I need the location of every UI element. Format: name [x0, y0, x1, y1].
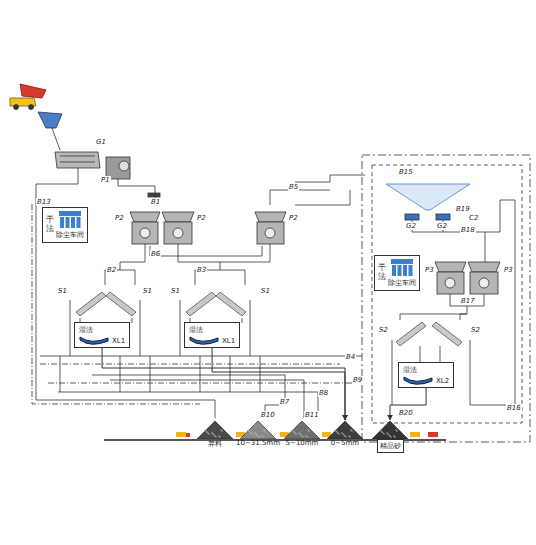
- product-pile: 弃料: [195, 420, 235, 449]
- process-label: 湿法: [189, 325, 235, 335]
- callout-number: B2: [106, 266, 117, 274]
- callout-number: P2: [114, 214, 125, 222]
- pile-icon: [195, 420, 235, 439]
- product-pile: 0~5mm: [325, 420, 365, 447]
- process-label: 干法: [378, 264, 386, 282]
- wet-classifier-box: 湿法 XL2: [398, 362, 454, 388]
- flow-line: [212, 348, 345, 420]
- callout-number: B10: [260, 411, 276, 419]
- callout-number: B8: [318, 389, 329, 397]
- callout-number: B4: [345, 353, 356, 361]
- callout-number: S1: [260, 287, 271, 295]
- classifier-row: XL2: [403, 375, 449, 385]
- room-name: 除尘车间: [56, 230, 84, 240]
- flow-line: [102, 348, 345, 420]
- callout-number: B13: [36, 198, 52, 206]
- pile-icon: [325, 420, 365, 439]
- callout-number: G1: [95, 138, 107, 146]
- callout-number: B7: [279, 398, 290, 406]
- wet-icon: [189, 335, 219, 345]
- product-pile: 10~31.5mm: [236, 420, 280, 447]
- callout-number: S1: [170, 287, 181, 295]
- callout-number: B3: [196, 266, 207, 274]
- callout-number: G2: [436, 222, 448, 230]
- classifier-row: XL1: [79, 335, 125, 345]
- callout-number: B20: [398, 409, 414, 417]
- callout-number: C2: [468, 214, 479, 222]
- callout-number: P3: [503, 266, 514, 274]
- callout-number: B15: [398, 168, 414, 176]
- callout-number: B18: [460, 226, 476, 234]
- wet-icon: [79, 335, 109, 345]
- product-name: 5~10mm: [286, 439, 319, 447]
- callout-number: P2: [196, 214, 207, 222]
- product-name: 10~31.5mm: [236, 439, 280, 447]
- callout-number: B16: [506, 404, 522, 412]
- callout-number: B11: [304, 411, 320, 419]
- dust-room-body: 除尘车间: [388, 258, 416, 288]
- process-label: 湿法: [79, 325, 125, 335]
- product-pile: 5~10mm: [282, 420, 322, 447]
- callout-number: G2: [405, 222, 417, 230]
- callout-number: S1: [57, 287, 68, 295]
- callout-number: B5: [288, 183, 299, 191]
- pile-icon: [238, 420, 278, 439]
- pile-icon: [282, 420, 322, 439]
- callout-number: B9: [352, 376, 363, 384]
- wet-classifier-box: 湿法 XL1: [74, 322, 130, 348]
- dust-icon: [58, 210, 82, 230]
- flow-line: [390, 388, 426, 420]
- dust-room-body: 除尘车间: [56, 210, 84, 240]
- product-name: 0~5mm: [331, 439, 359, 447]
- product-pile: 精品砂: [370, 420, 410, 453]
- callout-number: P2: [288, 214, 299, 222]
- product-name: 精品砂: [377, 439, 404, 453]
- process-label: 湿法: [403, 365, 449, 375]
- callout-number: S2: [470, 326, 481, 334]
- dust-icon: [390, 258, 414, 278]
- process-label: 干法: [46, 216, 54, 234]
- room-name: 除尘车间: [388, 278, 416, 288]
- callout-number: S2: [378, 326, 389, 334]
- pile-icon: [370, 420, 410, 439]
- callout-number: B6: [150, 250, 161, 258]
- callout-number: B1: [150, 198, 161, 206]
- product-name: 弃料: [208, 439, 222, 449]
- callout-number: S1: [142, 287, 153, 295]
- equipment-code: XL1: [222, 337, 235, 345]
- callout-number: P3: [424, 266, 435, 274]
- classifier-row: XL1: [189, 335, 235, 345]
- dust-room: 干法除尘车间: [42, 207, 88, 243]
- callout-number: P1: [100, 176, 111, 184]
- equipment-code: XL1: [112, 337, 125, 345]
- callout-number: B17: [460, 297, 476, 305]
- equipment-code: XL2: [436, 377, 449, 385]
- callout-number: B19: [455, 205, 471, 213]
- dust-room: 干法除尘车间: [374, 255, 420, 291]
- wet-icon: [403, 375, 433, 385]
- wet-classifier-box: 湿法 XL1: [184, 322, 240, 348]
